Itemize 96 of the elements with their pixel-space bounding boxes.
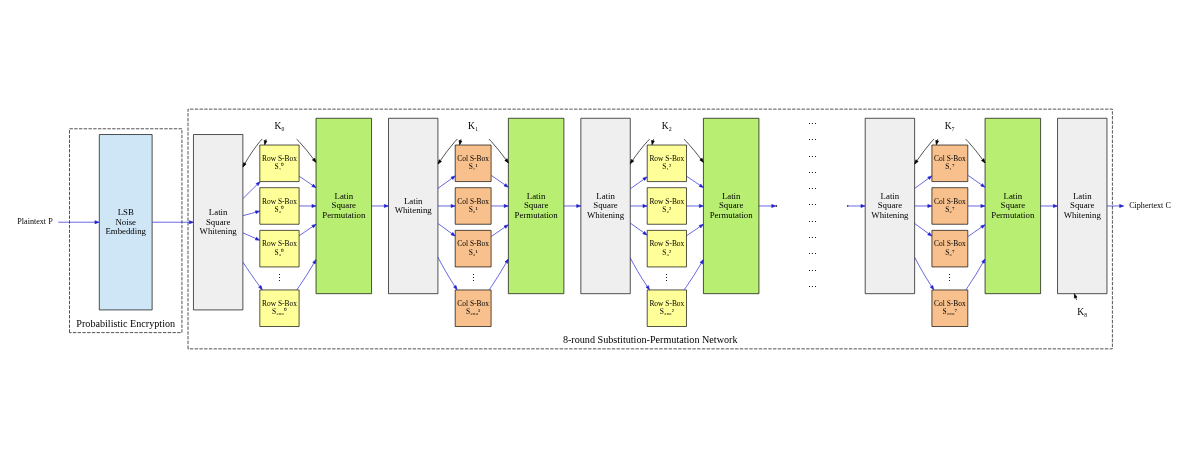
arrow xyxy=(491,175,509,188)
arrow xyxy=(151,220,194,224)
arrow xyxy=(242,138,263,168)
arrow xyxy=(1074,293,1078,301)
node-box: Col S-Box S₁⁷ xyxy=(931,144,969,182)
arrow xyxy=(242,181,261,199)
label: ⋯ xyxy=(807,249,817,260)
label: ⋯ xyxy=(807,184,817,195)
arrow xyxy=(296,259,317,291)
label: ⋯ xyxy=(807,232,817,243)
label: ⋮ xyxy=(945,272,955,283)
label: ⋯ xyxy=(807,135,817,146)
node-box: Latin Square Permutation xyxy=(508,117,565,294)
label: ⋮ xyxy=(468,272,478,283)
arrow xyxy=(967,175,986,188)
arrow xyxy=(437,175,456,189)
node-box: Row S-Box S₁² xyxy=(646,144,687,182)
arrow xyxy=(458,138,463,146)
arrow xyxy=(686,204,704,208)
arrow xyxy=(630,204,648,208)
arrow xyxy=(296,138,317,163)
node-box: Row S-Box S₃⁰ xyxy=(259,230,300,268)
node-box: Col S-Box S₂₅₆⁷ xyxy=(931,289,969,327)
node-box: Latin Square Whitening xyxy=(580,117,631,294)
label: ⋯ xyxy=(807,265,817,276)
node-box: Row S-Box S₂⁰ xyxy=(259,187,300,225)
arrow xyxy=(630,222,648,236)
arrow xyxy=(935,138,939,146)
arrow xyxy=(914,223,933,237)
arrow xyxy=(1040,204,1058,208)
arrow xyxy=(629,138,651,164)
arrow xyxy=(563,204,582,208)
node-box: Latin Square Whitening xyxy=(1057,117,1108,294)
label: ⋯ xyxy=(807,151,817,162)
arrow xyxy=(491,204,509,208)
arrow xyxy=(758,204,777,208)
arrow xyxy=(242,210,260,216)
arrow xyxy=(298,175,317,188)
label: ⋮ xyxy=(662,272,672,283)
node-box: Row S-Box S₃² xyxy=(646,230,687,268)
arrow xyxy=(488,138,509,164)
arrow xyxy=(914,204,933,208)
arrow xyxy=(242,261,263,291)
node-box: Row S-Box S₂² xyxy=(646,187,687,225)
arrow xyxy=(57,220,100,224)
arrow xyxy=(371,204,389,208)
arrow xyxy=(263,138,268,146)
arrow xyxy=(491,224,509,237)
node-box: Row S-Box S₂₅₆⁰ xyxy=(259,289,300,327)
node-box: Col S-Box S₃⁷ xyxy=(931,230,969,268)
arrow xyxy=(1106,204,1125,208)
label: ⋯ xyxy=(807,216,817,227)
node-text: K₈ xyxy=(1077,306,1088,317)
arrow xyxy=(242,232,260,241)
node-box: Col S-Box S₃¹ xyxy=(454,230,492,268)
label: ⋮ xyxy=(274,272,284,283)
node-text: K₀ xyxy=(274,121,285,132)
label: ⋯ xyxy=(807,281,817,292)
node-box: LSB Noise Embedding xyxy=(98,134,153,311)
arrow xyxy=(437,223,456,237)
node-box: Latin Square Whitening xyxy=(864,117,915,294)
arrow xyxy=(914,175,933,189)
label: ⋯ xyxy=(807,119,817,130)
arrow xyxy=(630,176,648,190)
arrow xyxy=(437,204,456,208)
arrow xyxy=(967,204,986,208)
node-text: K₁ xyxy=(468,121,479,132)
arrow xyxy=(965,258,986,291)
arrow xyxy=(298,224,317,237)
node-text: K₂ xyxy=(661,121,672,132)
node-box: Col S-Box S₁¹ xyxy=(454,144,492,182)
label: ⋯ xyxy=(807,167,817,178)
node-box: Col S-Box S₂⁷ xyxy=(931,187,969,225)
arrow xyxy=(683,259,704,291)
node-box: Latin Square Permutation xyxy=(315,117,372,294)
node-box: Col S-Box S₂₅₆¹ xyxy=(454,289,492,327)
arrow xyxy=(965,138,986,164)
arrow xyxy=(914,138,935,165)
node-box: Latin Square Permutation xyxy=(703,117,760,294)
arrow xyxy=(686,224,704,237)
arrow xyxy=(437,138,458,165)
label: ⋯ xyxy=(807,200,817,211)
arrow xyxy=(683,138,704,163)
arrow xyxy=(488,258,509,291)
node-text: K₇ xyxy=(944,121,955,132)
arrow xyxy=(686,175,704,188)
node-box: Latin Square Permutation xyxy=(984,117,1041,294)
arrow xyxy=(847,204,866,208)
node-box: Row S-Box S₁⁰ xyxy=(259,144,300,182)
arrow xyxy=(651,138,655,146)
node-box: Latin Square Whitening xyxy=(193,134,244,311)
arrow xyxy=(298,204,317,208)
node-box: Row S-Box S₂₅₆² xyxy=(646,289,687,327)
node-box: Col S-Box S₂¹ xyxy=(454,187,492,225)
node-box: Latin Whitening xyxy=(388,117,439,294)
arrow xyxy=(967,224,986,237)
